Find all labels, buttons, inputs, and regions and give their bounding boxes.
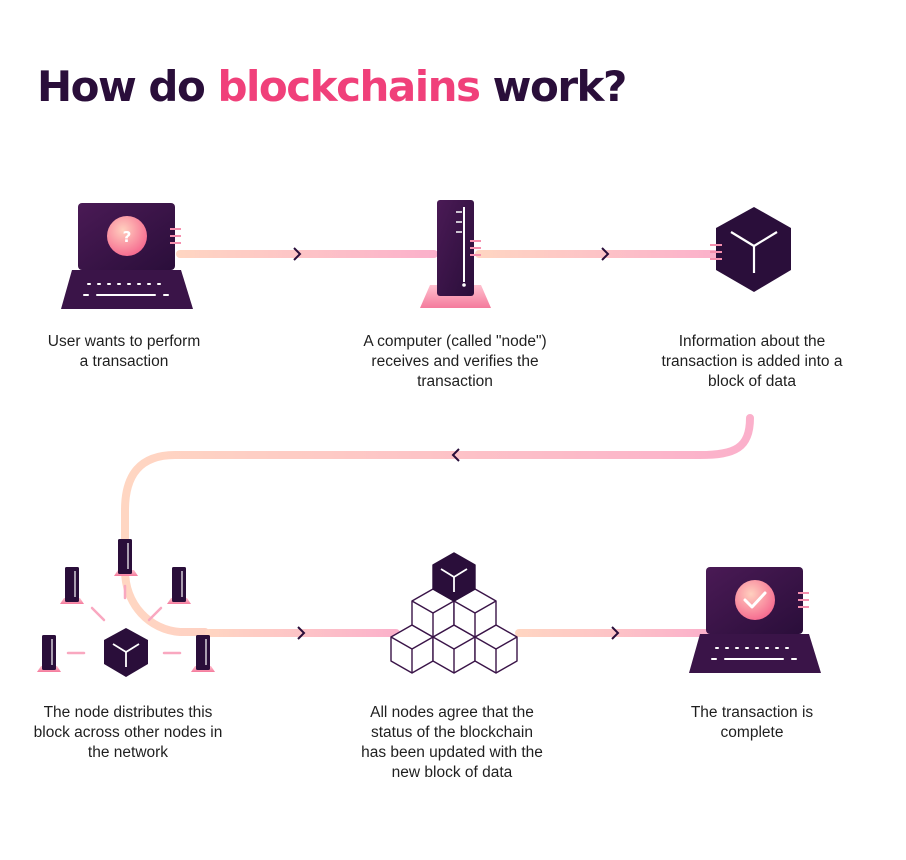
connector-line-2 [475,250,720,258]
cube-block-icon [710,207,791,292]
connector-line-1 [176,250,438,258]
arrow-right-icon [601,247,610,261]
title-prefix: How do [37,62,218,111]
connector-curve [121,414,754,636]
step-caption-1: User wants to perform a transaction [47,333,201,370]
mini-server-icon [114,539,138,576]
step-caption-6: The transaction is complete [690,704,814,741]
connector-line-4 [515,629,710,637]
arrow-right-icon [297,626,306,640]
step-caption-3: Information about the transaction is add… [661,333,843,390]
step-caption-2: A computer (called "node") receives and … [363,333,547,390]
step-caption-5: All nodes agree that the status of the b… [361,704,543,781]
mini-server-icon [60,567,84,604]
arrow-right-icon [293,247,302,261]
laptop-check-icon [689,567,821,673]
step-caption-4: The node distributes this block across o… [33,704,223,761]
title-suffix: work? [479,62,628,111]
page-title: How do blockchains work? [37,62,628,111]
arrow-right-icon [611,626,620,640]
center-cube-icon [104,628,148,677]
title-highlight: blockchains [217,62,481,111]
mini-server-icon [167,567,191,604]
connector-line-3 [205,629,400,637]
cube-pyramid-icon [390,552,518,674]
network-nodes-icon [37,539,215,677]
svg-text:?: ? [123,228,132,246]
laptop-question-icon: ? [61,203,193,309]
mini-server-icon [37,635,61,672]
server-node-icon [420,200,491,308]
mini-server-icon [191,635,215,672]
arrow-left-icon [451,448,460,462]
